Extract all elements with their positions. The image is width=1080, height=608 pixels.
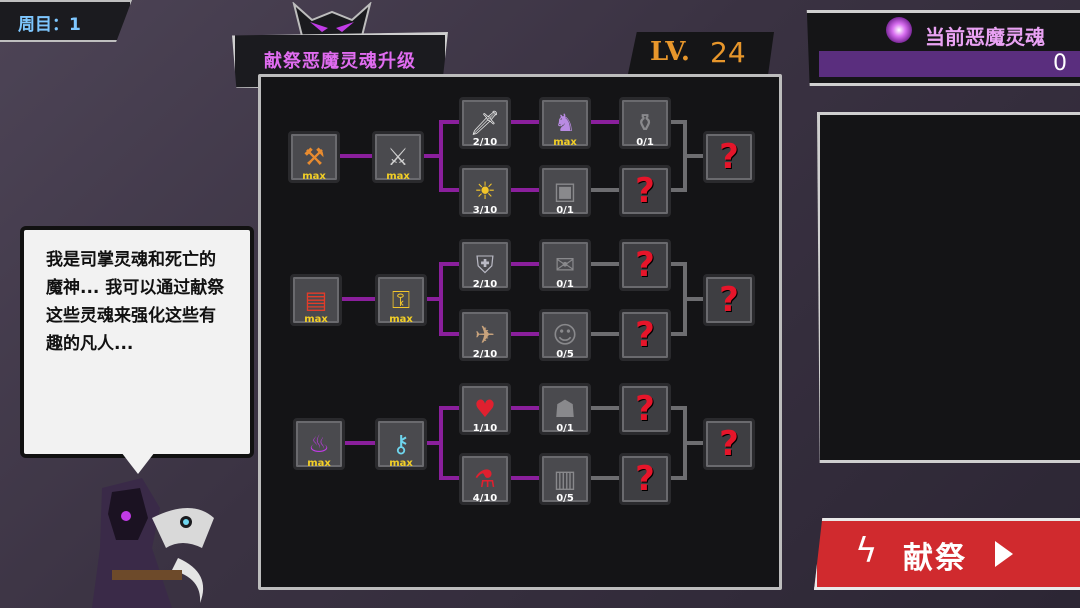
node-caption: max (307, 458, 331, 469)
tree-connectors (336, 120, 705, 480)
page-title: 献祭恶魔灵魂升级 (264, 51, 416, 72)
upgrade-tree-panel: ⚒ max ⚔ max 🗡 2/10 ♞ max ⚱ 0/1 ☀ 3/10 ▣ … (258, 74, 782, 590)
round-counter: 周目：1 (0, 0, 132, 42)
crystal-key-icon: ⚷ (392, 430, 410, 458)
sacrifice-button[interactable]: ϟ 献祭 (814, 518, 1080, 590)
sacrifice-emblem-icon: ϟ (855, 531, 878, 571)
winged-boot-icon: ✈ (474, 321, 496, 349)
upgrade-node-shield[interactable]: ⛨ 2/10 (459, 239, 511, 291)
locked-face-icon: ☺ (552, 321, 578, 349)
node-caption: 2/10 (472, 349, 498, 360)
node-caption: 0/1 (556, 205, 574, 216)
unknown-icon: ? (719, 424, 739, 464)
flaming-anvil-icon: ⚒ (303, 143, 325, 171)
upgrade-node-boot[interactable]: ✈ 2/10 (459, 309, 511, 361)
reaper-character-icon (92, 478, 214, 608)
round-label: 周目：1 (18, 15, 81, 35)
upgrade-node-knight[interactable]: ♞ max (539, 97, 591, 149)
locked-pot-icon: ⚱ (634, 109, 656, 137)
potion-icon: ⚗ (474, 465, 496, 493)
level-value: 24 (710, 36, 746, 69)
node-caption: 0/1 (636, 137, 654, 148)
node-caption: 0/5 (556, 349, 574, 360)
upgrade-node-locked-pot[interactable]: ⚱ 0/1 (619, 97, 671, 149)
heart-up-icon: ♥ (474, 395, 496, 423)
soul-value-bar (819, 51, 1080, 77)
node-caption: 0/1 (556, 423, 574, 434)
treasure-chest-icon: ▤ (304, 286, 328, 314)
node-caption: max (304, 314, 328, 325)
knight-icon: ♞ (554, 109, 576, 137)
upgrade-node-locked-hood[interactable]: ☗ 0/1 (539, 383, 591, 435)
upgrade-node-unknown[interactable]: ? (619, 165, 671, 217)
node-caption: 2/10 (472, 279, 498, 290)
upgrade-node-unknown[interactable]: ? (619, 239, 671, 291)
locked-mask-icon: ▣ (553, 177, 577, 205)
upgrade-node-gold-key[interactable]: ⚿ max (375, 274, 427, 326)
upgrade-node-sword[interactable]: 🗡 2/10 (459, 97, 511, 149)
upgrade-node-unknown[interactable]: ? (619, 453, 671, 505)
node-caption: max (302, 171, 326, 182)
unknown-icon: ? (719, 137, 739, 177)
upgrade-node-unknown-final[interactable]: ? (703, 274, 755, 326)
node-caption: max (389, 314, 413, 325)
upgrade-node-potion[interactable]: ⚗ 4/10 (459, 453, 511, 505)
node-caption: 0/1 (556, 279, 574, 290)
upgrade-node-chest[interactable]: ▤ max (290, 274, 342, 326)
demon-soul-icon (886, 17, 912, 43)
node-caption: 0/5 (556, 493, 574, 504)
dialog-text: 我是司掌灵魂和死亡的魔神... 我可以通过献祭这些灵魂来强化这些有趣的凡人... (46, 250, 225, 354)
node-caption: max (386, 171, 410, 182)
upgrade-node-locked-mask[interactable]: ▣ 0/1 (539, 165, 591, 217)
unknown-icon: ? (635, 315, 655, 355)
soul-value: 0 (1053, 51, 1067, 76)
upgrade-node-locked-scroll[interactable]: ▥ 0/5 (539, 453, 591, 505)
upgrade-node-crystal-key[interactable]: ⚷ max (375, 418, 427, 470)
node-caption: 3/10 (472, 205, 498, 216)
shield-up-icon: ⛨ (476, 251, 494, 279)
dialog-tail (118, 448, 158, 474)
upgrade-node-locked-bag[interactable]: ✉ 0/1 (539, 239, 591, 291)
sword-up-icon: 🗡 (469, 109, 501, 137)
upgrade-node-sun[interactable]: ☀ 3/10 (459, 165, 511, 217)
node-caption: 1/10 (472, 423, 498, 434)
cauldron-icon: ♨ (308, 430, 330, 458)
node-caption: max (553, 137, 577, 148)
upgrade-node-heart[interactable]: ♥ 1/10 (459, 383, 511, 435)
level-badge: LV. 24 (628, 32, 774, 74)
gold-key-icon: ⚿ (391, 286, 411, 314)
upgrade-node-unknown[interactable]: ? (619, 309, 671, 361)
unknown-icon: ? (719, 280, 739, 320)
upgrade-node-cauldron[interactable]: ♨ max (293, 418, 345, 470)
upgrade-node-anvil[interactable]: ⚒ max (288, 131, 340, 183)
scythe-icon: ⚔ (387, 143, 409, 171)
locked-bag-icon: ✉ (554, 251, 576, 279)
sun-up-icon: ☀ (474, 177, 496, 205)
upgrade-node-unknown[interactable]: ? (619, 383, 671, 435)
upgrade-node-scythe[interactable]: ⚔ max (372, 131, 424, 183)
unknown-icon: ? (635, 245, 655, 285)
node-caption: 2/10 (472, 137, 498, 148)
unknown-icon: ? (635, 459, 655, 499)
upgrade-node-unknown-final[interactable]: ? (703, 418, 755, 470)
sacrifice-label: 献祭 (903, 541, 967, 576)
node-caption: max (389, 458, 413, 469)
unknown-icon: ? (635, 171, 655, 211)
soul-label: 当前恶魔灵魂 (925, 25, 1045, 49)
node-caption: 4/10 (472, 493, 498, 504)
locked-hood-icon: ☗ (554, 395, 576, 423)
soul-counter-panel: 当前恶魔灵魂 0 (806, 10, 1080, 86)
upgrade-detail-panel (817, 112, 1080, 463)
unknown-icon: ? (635, 389, 655, 429)
locked-scroll-icon: ▥ (553, 465, 577, 493)
level-prefix: LV. (650, 37, 690, 67)
upgrade-node-locked-face[interactable]: ☺ 0/5 (539, 309, 591, 361)
upgrade-node-unknown-final[interactable]: ? (703, 131, 755, 183)
dialog-bubble: 我是司掌灵魂和死亡的魔神... 我可以通过献祭这些灵魂来强化这些有趣的凡人... (20, 226, 254, 458)
play-arrow-icon (995, 541, 1013, 567)
